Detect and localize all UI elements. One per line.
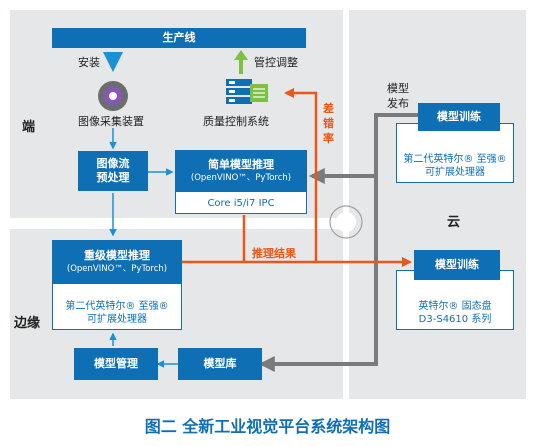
figure-caption: 图二 全新工业视觉平台系统架构图 bbox=[144, 417, 391, 436]
install-label: 安装 bbox=[78, 56, 100, 69]
model-release-label-2: 发布 bbox=[387, 97, 409, 110]
model-release-label-1: 模型 bbox=[387, 82, 409, 95]
model-release-line bbox=[258, 113, 418, 372]
control-adjust-label: 管控调整 bbox=[254, 56, 298, 69]
train-top-hw1: 第二代英特尔® 至强® bbox=[403, 154, 507, 165]
quality-system-label: 质量控制系统 bbox=[203, 115, 269, 128]
train-bottom-box: 模型训练 bbox=[414, 250, 500, 280]
preprocess-line1: 图像流 bbox=[96, 157, 130, 171]
production-line-bar: 生产线 bbox=[52, 28, 306, 48]
heavy-infer-box: 重级模型推理 (OpenVINO™、PyTorch) bbox=[52, 240, 182, 284]
simple-infer-box: 简单模型推理 (OpenVINO™、PyTorch) bbox=[175, 150, 307, 192]
error-rate-line bbox=[284, 88, 318, 262]
image-device-label: 图像采集装置 bbox=[78, 115, 144, 128]
train-bottom-hw1: 英特尔® 固态盘 bbox=[418, 301, 492, 312]
server-icon bbox=[226, 79, 268, 104]
error-rate-char-1: 差 bbox=[323, 102, 334, 115]
inference-result-label: 推理结果 bbox=[252, 247, 296, 260]
preprocess-box: 图像流 预处理 bbox=[78, 151, 148, 191]
zone-cloud-label: 云 bbox=[447, 215, 461, 230]
zone-edge-label: 边缘 bbox=[14, 316, 41, 331]
simple-infer-title: 简单模型推理 bbox=[208, 158, 274, 172]
zone-end-label: 端 bbox=[22, 120, 36, 135]
heavy-infer-hw1: 第二代英特尔® 至强® bbox=[65, 301, 169, 312]
center-circle bbox=[329, 205, 363, 239]
cloud-panel bbox=[349, 10, 526, 399]
train-top-box: 模型训练 bbox=[418, 103, 500, 131]
simple-infer-sub: (OpenVINO™、PyTorch) bbox=[190, 173, 292, 184]
train-top-hw2: 可扩展处理器 bbox=[425, 167, 485, 178]
heavy-infer-sub: (OpenVINO™、PyTorch) bbox=[66, 264, 168, 275]
error-rate-char-2: 错 bbox=[323, 117, 334, 130]
camera-icon bbox=[98, 81, 128, 111]
model-mgmt-box: 模型管理 bbox=[74, 348, 158, 380]
simple-infer-hw: Core i5/i7 IPC bbox=[207, 198, 275, 209]
heavy-infer-title: 重级模型推理 bbox=[84, 249, 150, 263]
model-lib-box: 模型库 bbox=[178, 348, 262, 380]
error-rate-char-3: 率 bbox=[323, 132, 334, 145]
heavy-infer-hw2: 可扩展处理器 bbox=[87, 314, 147, 325]
preprocess-line2: 预处理 bbox=[96, 171, 130, 184]
train-bottom-hw2: D3-S4610 系列 bbox=[418, 314, 492, 325]
train-top-hw-box: 第二代英特尔® 至强® 可扩展处理器 bbox=[396, 123, 514, 183]
